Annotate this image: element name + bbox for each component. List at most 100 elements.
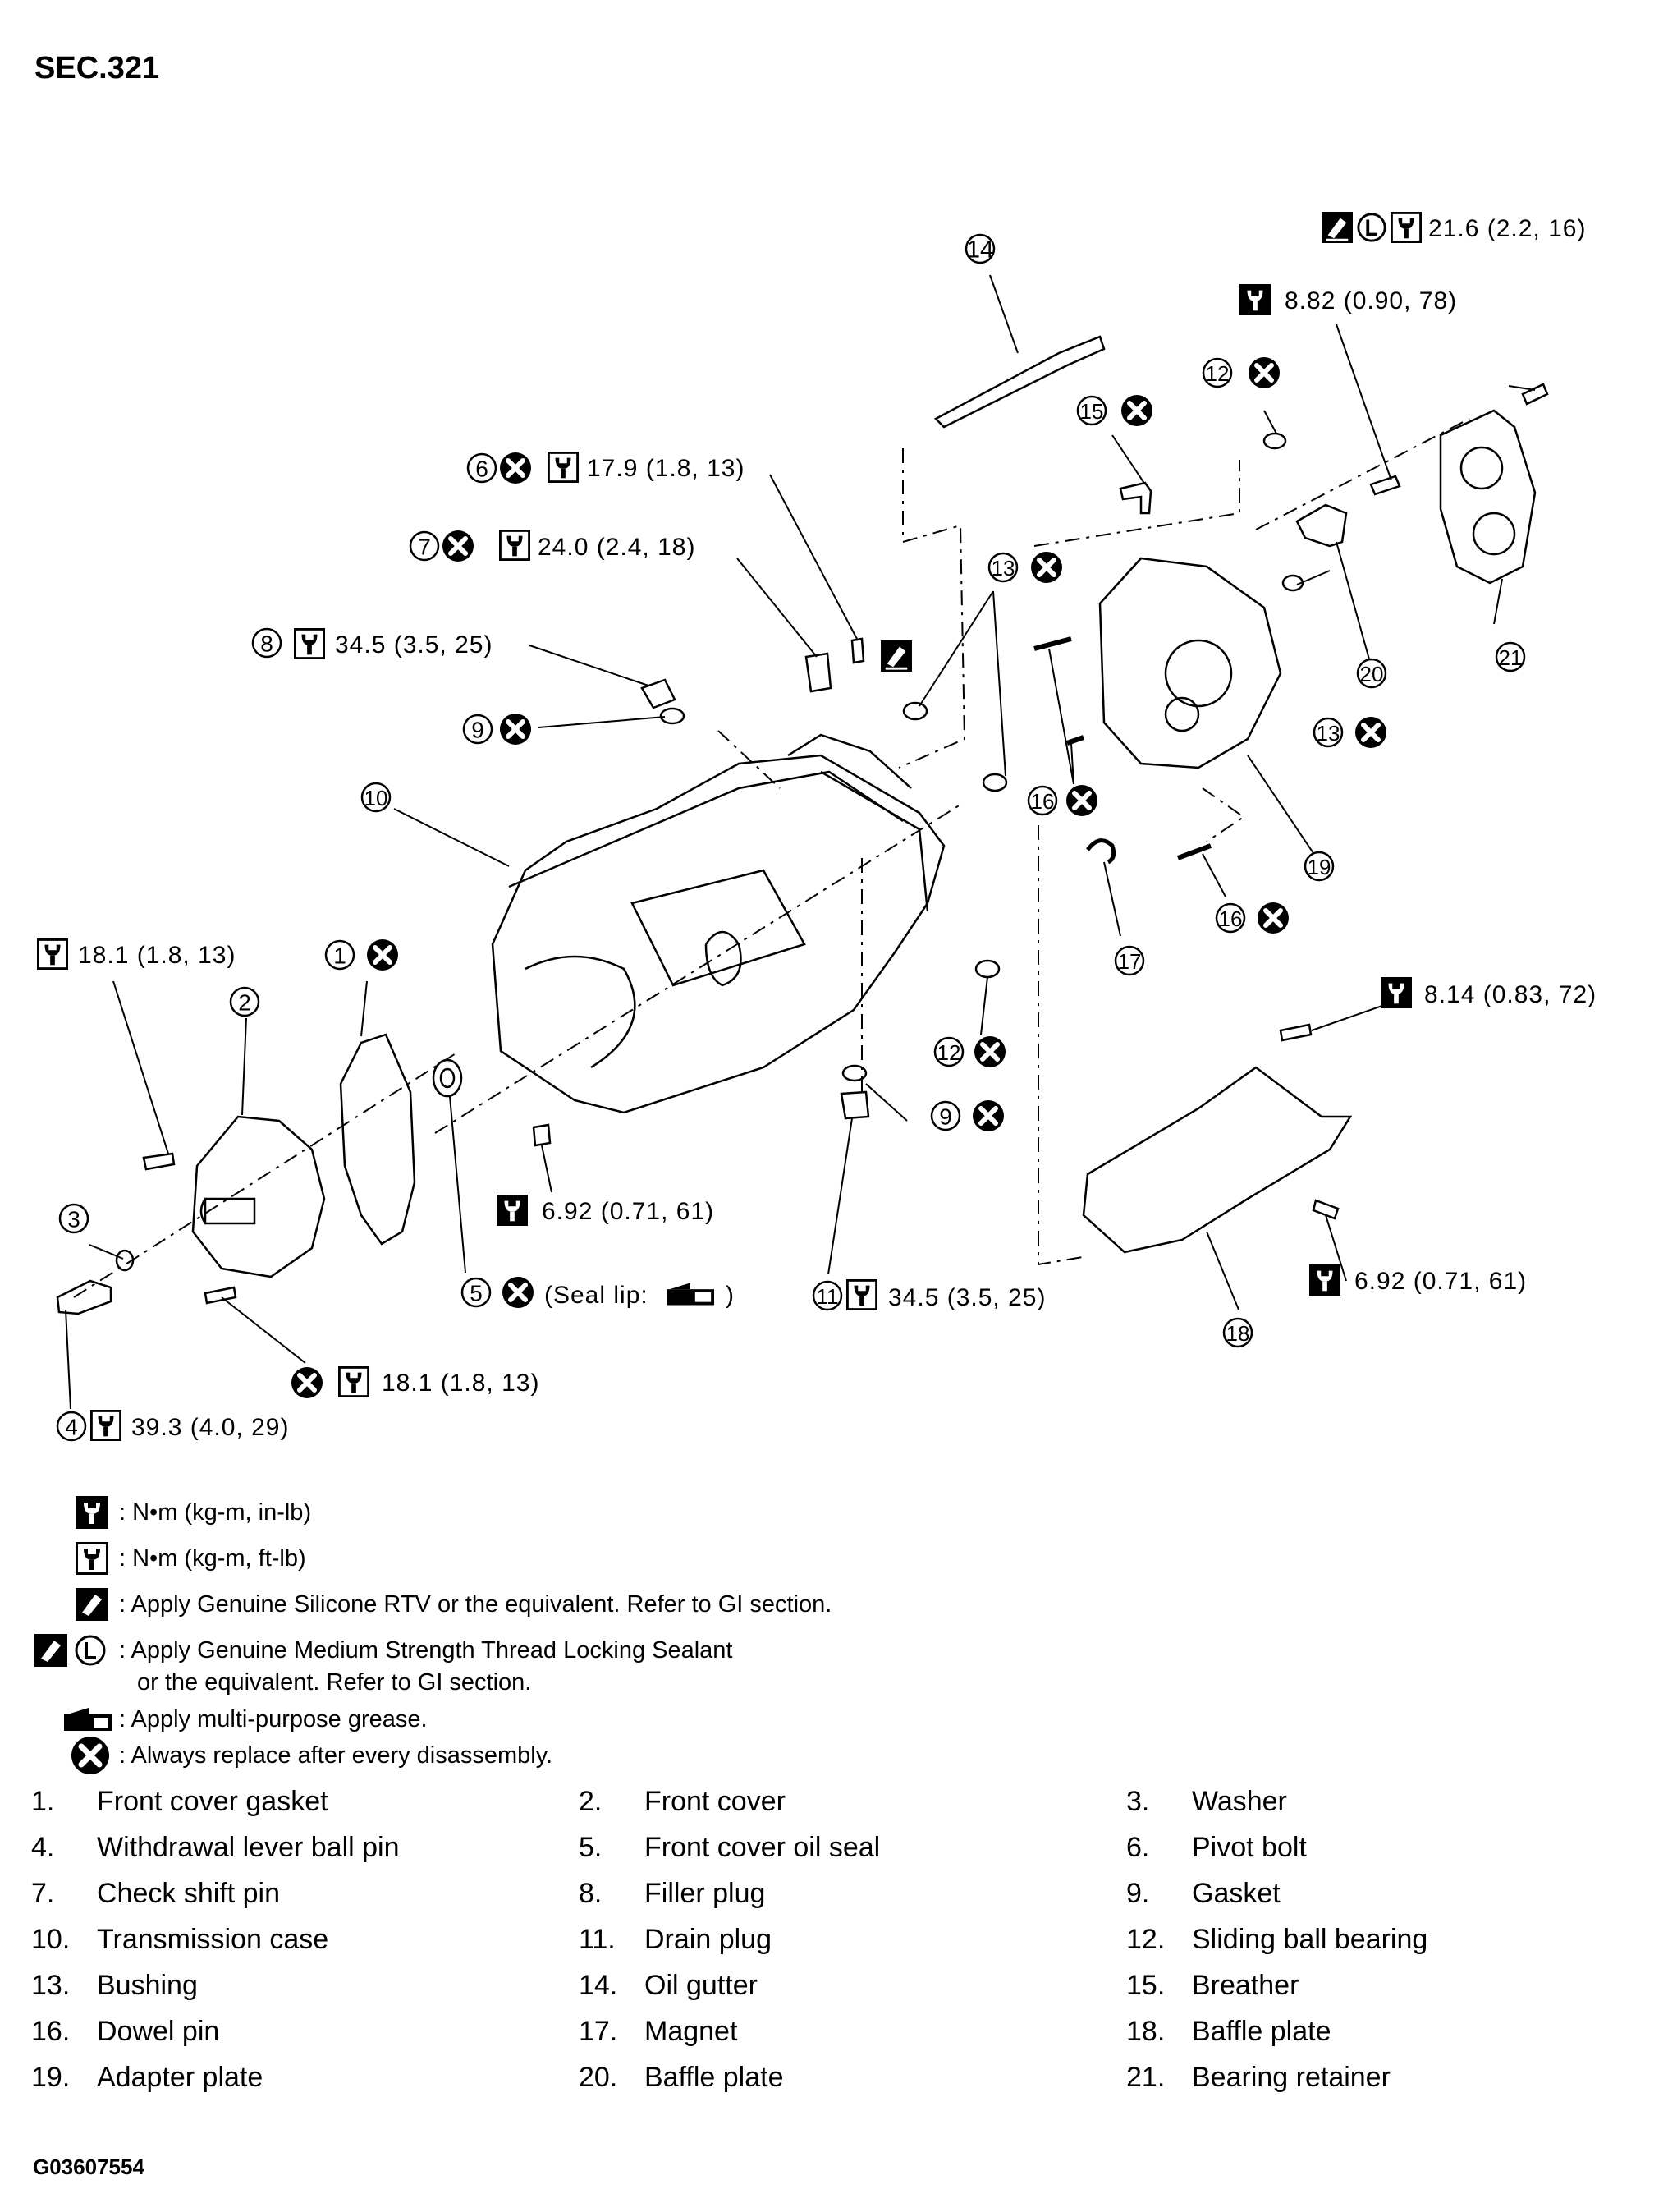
svg-text:5: 5	[470, 1281, 483, 1306]
callout-20: 20	[1356, 658, 1387, 689]
svg-text:14: 14	[966, 236, 993, 264]
svg-text:16: 16	[1219, 906, 1243, 931]
callout-16: 16	[1215, 902, 1246, 934]
torque-in-lb-icon	[1239, 284, 1271, 315]
exploded-view-diagram: 14 12 15 6 7 13 8 9 10 16 13 20 21 19 17…	[37, 212, 1597, 1442]
replace-icon	[973, 1100, 1004, 1131]
section-title: SEC.321	[34, 51, 160, 85]
torque-label: 6.92 (0.71, 61)	[1354, 1268, 1527, 1295]
torque-label: )	[726, 1282, 735, 1309]
svg-text:11: 11	[817, 1284, 839, 1309]
adapter-plate	[1098, 557, 1282, 769]
torque-label: 8.82 (0.90, 78)	[1285, 287, 1457, 314]
callout-17: 17	[1114, 945, 1145, 976]
torque-label: 34.5 (3.5, 25)	[335, 631, 493, 659]
front-cover	[191, 1115, 326, 1278]
callout-15: 15	[1076, 395, 1107, 426]
bearing-retainer	[1439, 409, 1537, 585]
spec-icons	[37, 212, 1422, 1441]
replace-icon	[1066, 785, 1097, 816]
torque-in-lb-icon	[1309, 1264, 1340, 1296]
replace-icon	[502, 1277, 534, 1308]
torque-in-lb-icon	[497, 1195, 528, 1226]
torque-label: 8.14 (0.83, 72)	[1424, 981, 1597, 1008]
torque-ft-lb-icon	[1391, 212, 1422, 243]
svg-text:10: 10	[364, 786, 388, 810]
callout-3: 3	[58, 1203, 89, 1234]
transmission-case	[491, 754, 946, 1114]
torque-label: 39.3 (4.0, 29)	[131, 1414, 289, 1441]
replace-icon	[291, 1367, 323, 1398]
callout-11: 11	[812, 1280, 843, 1311]
svg-text:21: 21	[1499, 645, 1523, 670]
svg-text:19: 19	[1308, 855, 1331, 879]
replace-icon	[500, 452, 531, 484]
svg-text:8: 8	[260, 631, 273, 657]
callout-10: 10	[360, 782, 392, 813]
replace-icon	[500, 714, 531, 745]
silicone-rtv-icon	[881, 640, 912, 672]
svg-text:13: 13	[992, 556, 1015, 581]
callout-9: 9	[930, 1100, 961, 1131]
oil-gutter	[933, 335, 1106, 429]
callout-19: 19	[1304, 851, 1335, 882]
svg-text:9: 9	[939, 1104, 952, 1130]
svg-text:3: 3	[67, 1207, 80, 1232]
callout-13: 13	[1313, 717, 1344, 748]
torque-ft-lb-icon	[548, 452, 579, 483]
callout-21: 21	[1495, 641, 1526, 672]
front-cover-gasket	[339, 1033, 416, 1246]
silicone-rtv-icon	[1322, 212, 1353, 243]
replace-icon	[1355, 717, 1386, 748]
callout-13: 13	[987, 552, 1019, 583]
svg-text:12: 12	[937, 1040, 961, 1065]
svg-text:4: 4	[65, 1415, 78, 1440]
callout-4: 4	[56, 1411, 87, 1442]
torque-ft-lb-icon	[338, 1366, 369, 1397]
svg-text:7: 7	[418, 535, 431, 560]
torque-label: 21.6 (2.2, 16)	[1428, 215, 1586, 242]
replace-icon	[1258, 902, 1289, 934]
replace-icon	[1031, 552, 1062, 583]
svg-text:2: 2	[238, 990, 251, 1016]
torque-ft-lb-icon	[37, 938, 68, 970]
torque-ft-lb-icon	[846, 1279, 877, 1310]
callout-14: 14	[965, 233, 996, 264]
svg-text:13: 13	[1317, 721, 1340, 746]
torque-label: (Seal lip:	[544, 1282, 648, 1309]
svg-text:1: 1	[333, 943, 346, 969]
grease-icon	[667, 1283, 714, 1306]
torque-label: 18.1 (1.8, 13)	[382, 1370, 539, 1397]
svg-text:20: 20	[1360, 662, 1384, 686]
callout-16: 16	[1027, 785, 1058, 816]
svg-text:12: 12	[1206, 361, 1230, 386]
callout-12: 12	[933, 1036, 965, 1067]
replace-icon	[1249, 357, 1280, 388]
torque-label: 34.5 (3.5, 25)	[888, 1284, 1046, 1311]
callout-9: 9	[462, 714, 493, 745]
torque-label: 17.9 (1.8, 13)	[587, 455, 745, 482]
callout-5: 5	[460, 1277, 492, 1308]
callout-6: 6	[466, 452, 497, 484]
callout-8: 8	[251, 627, 282, 659]
torque-ft-lb-icon	[499, 530, 530, 561]
torque-label: 24.0 (2.4, 18)	[538, 534, 695, 561]
callout-2: 2	[229, 986, 260, 1017]
replace-icon	[367, 939, 398, 971]
torque-ft-lb-icon	[90, 1410, 121, 1441]
baffle-plate	[1082, 1066, 1353, 1254]
svg-text:6: 6	[475, 457, 488, 482]
callout-12: 12	[1202, 357, 1233, 388]
replace-icon	[1121, 395, 1152, 426]
torque-ft-lb-icon	[294, 628, 325, 659]
torque-in-lb-icon	[1381, 977, 1412, 1008]
callout-7: 7	[409, 530, 440, 562]
callout-18: 18	[1222, 1317, 1253, 1348]
svg-text:16: 16	[1031, 789, 1055, 814]
replace-icon	[974, 1036, 1006, 1067]
svg-text:9: 9	[471, 718, 484, 743]
torque-label: 18.1 (1.8, 13)	[78, 942, 236, 969]
svg-text:18: 18	[1226, 1321, 1250, 1346]
svg-text:17: 17	[1118, 949, 1142, 974]
svg-text:15: 15	[1080, 399, 1104, 424]
